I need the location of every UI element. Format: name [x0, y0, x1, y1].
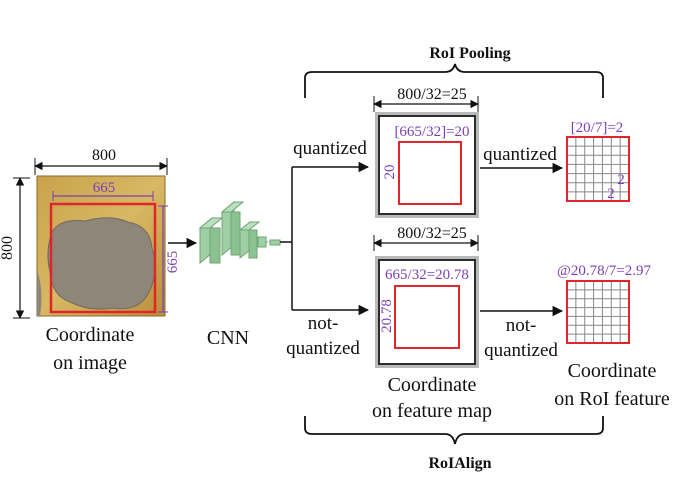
grid-background: [567, 281, 629, 343]
top-fm-roi-box: [398, 141, 462, 205]
feature-map-caption-line2: on feature map: [372, 400, 492, 422]
roi-pooling-brace: [304, 63, 604, 98]
bottom-out-top-label: @20.78/7=2.97: [557, 263, 651, 279]
roi-height-label: 665: [165, 251, 181, 274]
top-edge-in-label: quantized: [293, 138, 367, 159]
top-fm-roi-label: [665/32]=20: [394, 124, 469, 140]
bottom-fm-roi-box: [394, 285, 460, 349]
top-fm-roi-side-label: 20: [382, 165, 398, 180]
grid-border: [566, 136, 630, 202]
top-fm-dimension: 800/32=25: [373, 86, 479, 112]
roialign-brace: [304, 416, 604, 445]
top-fm-dim-label: 800/32=25: [397, 86, 466, 103]
image-caption-line1: Coordinate: [46, 324, 135, 346]
top-feature-map: [375, 112, 479, 218]
branch-connector: [280, 161, 370, 316]
input-image: [36, 175, 166, 317]
roi-pooling-label: RoI Pooling: [429, 45, 510, 62]
bottom-fm-roi-label: 665/32=20.78: [385, 267, 469, 283]
roi-feature-caption-line1: Coordinate: [568, 360, 657, 382]
bottom-fm-roi-side-label: 20.78: [379, 299, 395, 333]
damaged-region: [47, 217, 156, 310]
bottom-edge-out-label-line2: quantized: [484, 340, 558, 361]
image-width-label: 800: [92, 147, 116, 164]
top-out-side-label: 2: [617, 172, 625, 188]
image-height-label: 800: [0, 236, 16, 260]
roi-width-label: 665: [93, 180, 116, 196]
top-roi-grid: [566, 136, 630, 202]
bottom-edge-in-label-line1: not-: [308, 313, 339, 334]
roialign-label: RoIAlign: [428, 455, 491, 472]
cnn-block: [198, 200, 281, 265]
bottom-feature-map: [375, 256, 479, 368]
roi-width-dimension: 665: [52, 180, 154, 201]
grid-background: [567, 137, 629, 201]
top-out-bottom-label: 2: [607, 186, 615, 202]
bottom-roi-grid: [566, 280, 630, 344]
image-height-dimension: 800: [0, 177, 30, 319]
bottom-fm-dim-label: 800/32=25: [397, 225, 466, 242]
grid-border: [566, 280, 630, 344]
bottom-edge-in-label-line2: quantized: [286, 338, 360, 359]
roi-height-dimension: 665: [158, 205, 181, 313]
bottom-edge-out-label-line1: not-: [506, 315, 537, 336]
image-caption-line2: on image: [53, 352, 127, 374]
top-out-top-label: [20/7]=2: [571, 120, 624, 136]
cnn-label: CNN: [207, 327, 249, 349]
image-roi-box: [49, 202, 157, 314]
feature-map-caption-line1: Coordinate: [388, 374, 477, 396]
image-width-dimension: 800: [34, 147, 168, 175]
roi-feature-caption-line2: on RoI feature: [554, 388, 670, 410]
top-edge-out-label: quantized: [483, 144, 557, 165]
bottom-fm-dimension: 800/32=25: [373, 225, 479, 251]
